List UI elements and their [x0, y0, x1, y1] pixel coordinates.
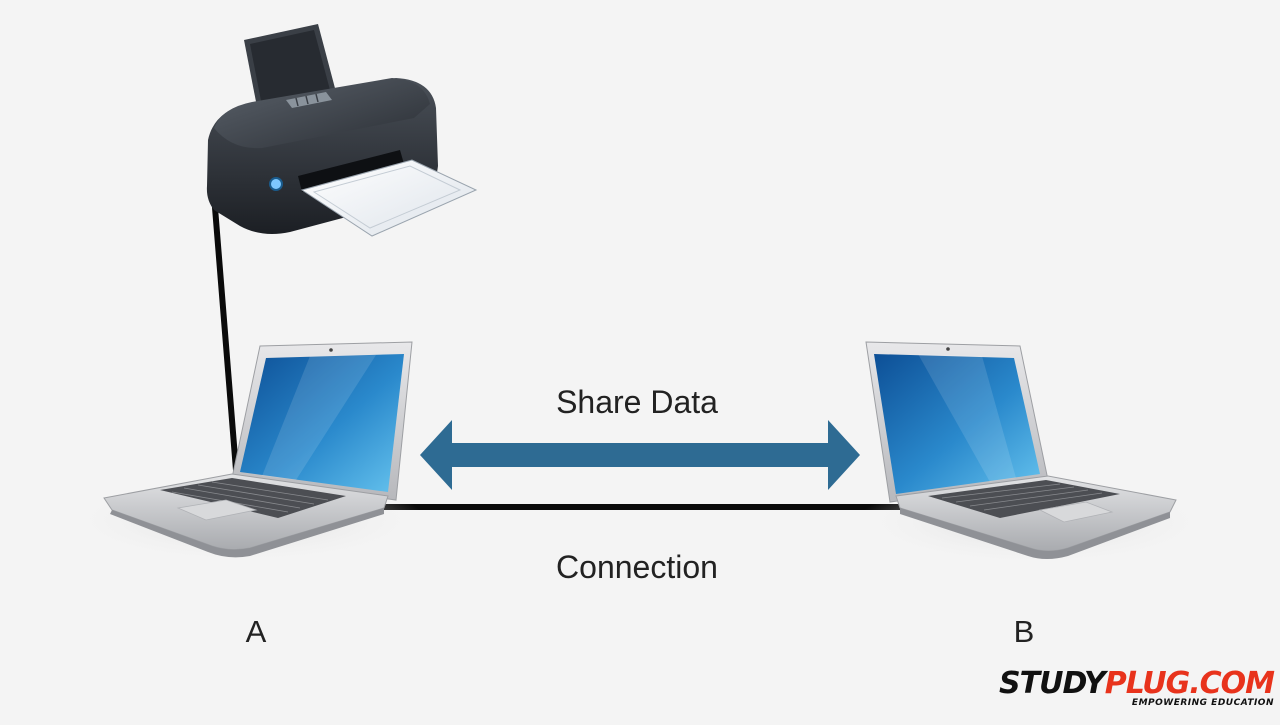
- laptop-icon: [857, 341, 1213, 566]
- laptop-b-screen: [874, 354, 1040, 494]
- studyplug-logo: STUDYPLUG.COM EMPOWERING EDUCATION: [999, 666, 1275, 709]
- connection-label: Connection: [556, 549, 718, 585]
- double-arrow-icon: [420, 420, 860, 490]
- logo-text-study: STUDY: [999, 666, 1106, 701]
- share-data-label: Share Data: [556, 384, 718, 420]
- logo-text-plug: PLUG.COM: [1104, 666, 1275, 701]
- printed-paper: [300, 159, 478, 237]
- printer-icon: [206, 24, 478, 237]
- computer-a-label: A: [245, 614, 267, 649]
- laptop-a-screen: [240, 354, 404, 492]
- logo-tagline: EMPOWERING EDUCATION: [1131, 698, 1274, 708]
- logo-wordmark: STUDYPLUG.COM: [999, 666, 1275, 701]
- computer-b-label: B: [1013, 614, 1035, 649]
- printer-cable: [211, 192, 239, 473]
- laptop-icon: [65, 341, 425, 564]
